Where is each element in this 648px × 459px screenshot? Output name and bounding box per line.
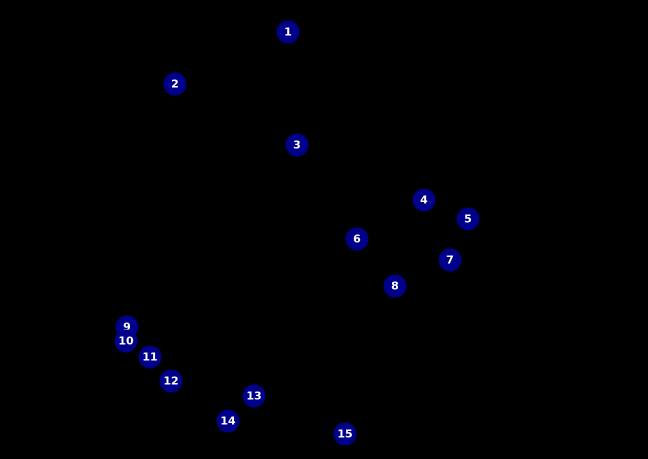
numbered-marker-5[interactable]: 5 [456, 207, 480, 231]
numbered-marker-8[interactable]: 8 [383, 274, 407, 298]
numbered-marker-7[interactable]: 7 [438, 248, 462, 272]
numbered-marker-10[interactable]: 10 [114, 329, 138, 353]
numbered-marker-4[interactable]: 4 [412, 188, 436, 212]
numbered-marker-2[interactable]: 2 [163, 72, 187, 96]
numbered-marker-11[interactable]: 11 [138, 345, 162, 369]
numbered-marker-15[interactable]: 15 [333, 422, 357, 446]
numbered-marker-13[interactable]: 13 [242, 384, 266, 408]
numbered-marker-12[interactable]: 12 [159, 369, 183, 393]
numbered-marker-6[interactable]: 6 [345, 227, 369, 251]
numbered-marker-14[interactable]: 14 [216, 409, 240, 433]
numbered-marker-3[interactable]: 3 [285, 133, 309, 157]
numbered-marker-1[interactable]: 1 [276, 20, 300, 44]
